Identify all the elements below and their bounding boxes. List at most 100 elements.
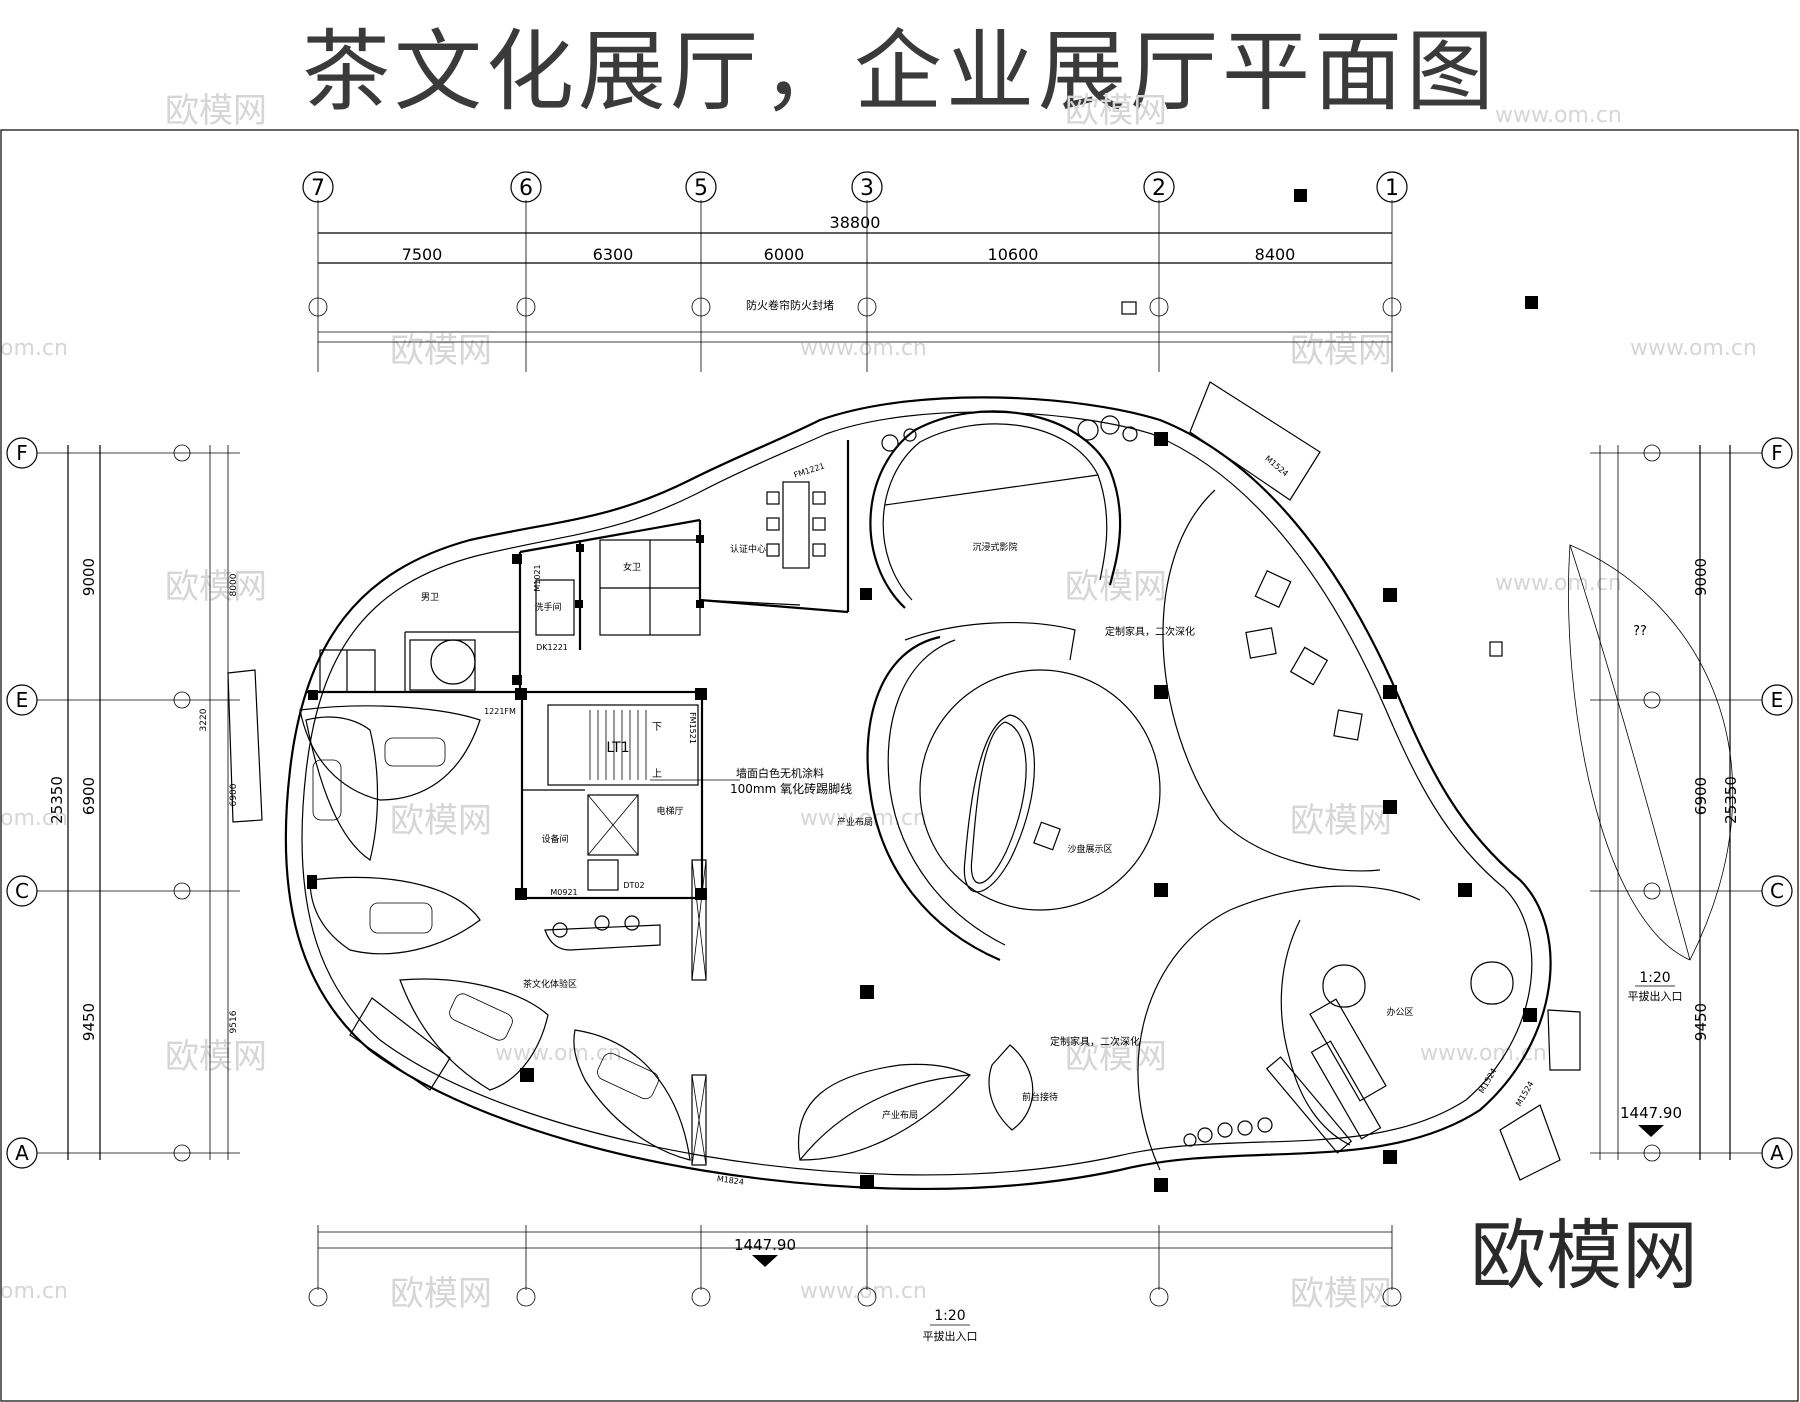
room-label: 认证中心 [730, 543, 766, 555]
watermark-logo: 欧模网 [1290, 801, 1392, 841]
total-width-label: 38800 [830, 213, 881, 232]
watermark-logo: 欧模网 [390, 331, 492, 371]
door-tag: 1221FM [484, 707, 516, 716]
right-dimension-chain: F E C A 25350 9000 6900 9450 ?? 1:20 平拔出… [1568, 437, 1793, 1169]
watermark-logo: 欧模网 [390, 801, 492, 841]
left-dimension-chain: F E C A 25350 9000 6900 9450 8000 3220 6… [6, 437, 240, 1169]
door-tag: M1524 [1514, 1080, 1535, 1108]
room-label: 产业布局 [837, 816, 873, 828]
watermark-site: www.om.cn [495, 1041, 622, 1066]
scale-label: 1:20 [934, 1308, 965, 1324]
room-label: 沙盘展示区 [1067, 843, 1112, 855]
grid-row-label: E [16, 688, 29, 712]
marker [1294, 189, 1307, 202]
marker [1489, 641, 1503, 657]
door-tag: DK1221 [536, 643, 568, 652]
watermark-site: www.om.cn [800, 806, 927, 831]
span-label: 7500 [402, 245, 443, 264]
plant-decoration [881, 415, 1273, 1147]
structural-columns [307, 432, 1537, 1192]
span-label: 6000 [764, 245, 805, 264]
room-label: 前台接待 [1022, 1091, 1058, 1103]
page-title: 茶文化展厅，企业展厅平面图 [301, 20, 1498, 123]
row-span-label: 9450 [80, 1003, 98, 1041]
lift-tag: LT1 [606, 740, 629, 756]
wall-note: 100mm 氧化砖踢脚线 [730, 781, 852, 796]
sand-table-area: 沙盘展示区 产业布局 [837, 622, 1161, 962]
grid-row-label: F [1771, 441, 1783, 465]
room-label: 女卫 [623, 561, 641, 573]
span-label: 10600 [988, 245, 1039, 264]
elevation-mark: 1447.90 [1620, 1104, 1682, 1122]
grid-col-label: 7 [311, 176, 325, 201]
watermark-logo: 欧模网 [1290, 331, 1392, 371]
watermark-logo: 欧模网 [1290, 1274, 1392, 1314]
row-span-label: 9000 [1692, 558, 1710, 596]
row-span-label: 9450 [1692, 1003, 1710, 1041]
exterior-panels [227, 381, 1581, 1181]
right-display-zone: 定制家具，二次深化 办公区 M1524 M1524 M1524 M1824 [716, 454, 1535, 1187]
grid-row-label: E [1771, 688, 1784, 712]
watermark-site: www.om.cn [1420, 1041, 1547, 1066]
watermark-logo: 欧模网 [1065, 567, 1167, 607]
watermark-logo: 欧模网 [1065, 91, 1167, 131]
inner-span-label: 6900 [229, 783, 239, 806]
grid-row-label: A [1770, 1141, 1784, 1165]
question-mark-note: ?? [1633, 624, 1647, 639]
door-tag: M1021 [533, 564, 542, 591]
row-span-label: 6900 [1692, 777, 1710, 815]
inner-span-label: 9516 [229, 1010, 239, 1033]
scale-label: 1:20 [1639, 970, 1670, 986]
building-envelope [284, 396, 1552, 1190]
reception-counter [544, 915, 661, 951]
room-label: 茶文化体验区 [523, 978, 577, 990]
room-label: 产业布局 [882, 1109, 918, 1121]
brand-logo: 欧模网 [1470, 1211, 1698, 1300]
inner-span-label: 3220 [199, 708, 209, 731]
furniture-note: 定制家具，二次深化 [1050, 1035, 1140, 1048]
wall-note: 墙面白色无机涂料 [736, 766, 824, 780]
watermark-logo: 欧模网 [165, 567, 267, 607]
fire-wall-note: 防火卷帘防火封堵 [746, 298, 834, 312]
grid-col-label: 2 [1152, 176, 1166, 201]
exit-label: 平拔出入口 [1628, 989, 1683, 1003]
watermark-site: www.om.cn [1495, 571, 1622, 596]
room-label: 电梯厅 [656, 805, 683, 817]
restroom-block: 男卫 洗手间 女卫 DK1221 M1021 [307, 518, 801, 700]
watermark-site: om.cn [0, 1279, 68, 1304]
room-label: 洗手间 [534, 601, 561, 613]
meeting-pods: 茶文化体验区 [299, 705, 691, 1161]
watermark-site: www.om.cn [1630, 336, 1757, 361]
door-tag: M1524 [1477, 1067, 1498, 1095]
watermark-logo: 欧模网 [165, 91, 267, 131]
stair-up: 上 [652, 768, 662, 780]
watermark-logo: 欧模网 [1065, 1037, 1167, 1077]
grid-row-label: F [16, 441, 28, 465]
top-dimension-chain: 38800 7500 6300 6000 10600 8400 防火卷帘防火封堵 [317, 200, 1393, 372]
door-tag: M1824 [716, 1174, 744, 1187]
stair-down: 下 [652, 722, 662, 733]
span-label: 8400 [1255, 245, 1296, 264]
door-tag: FM1521 [688, 712, 697, 744]
grid-col-label: 5 [694, 176, 708, 201]
watermark-layer: 欧模网 欧模网 www.om.cn 欧模网 欧模网 om.cn www.om.c… [0, 91, 1757, 1314]
grid-row-label: C [1770, 879, 1784, 903]
total-depth-label: 25350 [48, 776, 66, 824]
immersive-cinema: 沉浸式影院 [860, 410, 1122, 609]
span-label: 6300 [593, 245, 634, 264]
drawing-frame [0, 129, 1799, 1402]
grid-row-label: C [15, 879, 29, 903]
stair-core: 下 上 LT1 设备间 电梯厅 M0921 DT02 1221FM FM1521… [484, 688, 852, 1166]
grid-col-label: 1 [1385, 176, 1399, 201]
industry-pod: 产业布局 前台接待 定制家具，二次深化 [798, 1035, 1140, 1161]
watermark-site: om.cn [0, 806, 68, 831]
grid-row-label: A [15, 1141, 29, 1165]
watermark-site: www.om.cn [1495, 103, 1622, 128]
door-tag: FM1221 [793, 461, 826, 479]
watermark-logo: 欧模网 [165, 1037, 267, 1077]
elevation-mark: 1447.90 [734, 1236, 796, 1254]
watermark-site: om.cn [0, 336, 68, 361]
marker [1121, 301, 1137, 315]
door-tag: DT02 [623, 881, 644, 890]
